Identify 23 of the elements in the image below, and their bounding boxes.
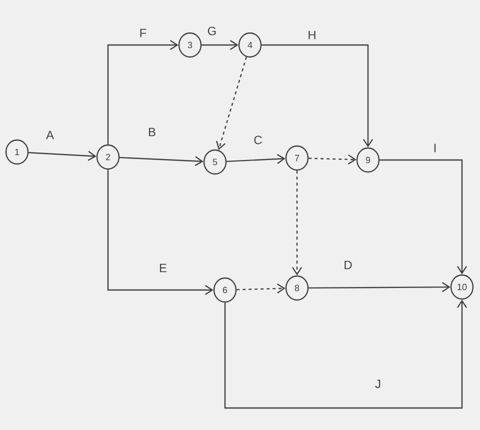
edge-label: H — [306, 30, 318, 40]
arrow — [107, 40, 178, 144]
arrow — [236, 284, 286, 294]
arrow — [292, 170, 302, 276]
edge-label: A — [45, 130, 55, 140]
edge-label: E — [158, 262, 168, 274]
arrow — [380, 159, 467, 274]
arrow — [120, 156, 204, 166]
arrow — [202, 40, 238, 50]
edge-label: J — [374, 378, 382, 390]
arrow — [308, 154, 356, 164]
arrow — [226, 154, 286, 164]
arrow — [262, 44, 373, 148]
arrow — [107, 170, 214, 295]
edge-label: I — [432, 142, 438, 154]
edge-label: G — [206, 26, 218, 36]
arrow — [28, 150, 96, 161]
edge-label: C — [252, 134, 264, 146]
arrow — [308, 282, 450, 292]
edge-label: B — [147, 126, 157, 138]
arrow — [224, 300, 467, 409]
edge-label: D — [342, 260, 354, 270]
arrow — [216, 56, 247, 150]
